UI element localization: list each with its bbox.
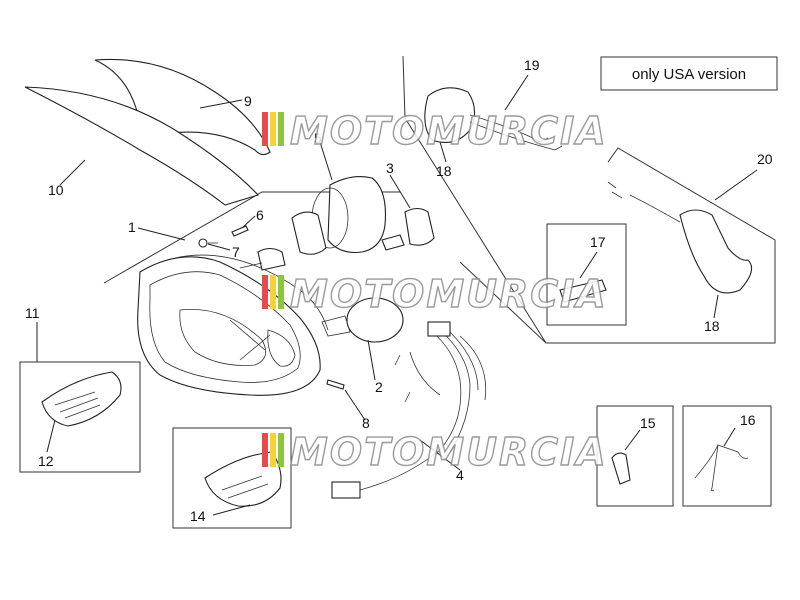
- washer-7: [198, 238, 208, 248]
- label-9: 9: [244, 93, 252, 109]
- group-frame-right-indicator: [172, 427, 292, 529]
- group-frame-usa: [402, 55, 776, 344]
- label-7: 7: [232, 244, 240, 260]
- screw-8: [326, 379, 345, 390]
- label-18-upper: 18: [436, 163, 452, 179]
- label-16: 16: [740, 412, 756, 428]
- usa-indicator-20: [679, 209, 753, 294]
- label-2: 2: [375, 379, 383, 395]
- group-frame-left-indicator: [19, 361, 141, 473]
- parking-bulb: [381, 234, 405, 251]
- part-17-box: [546, 223, 627, 326]
- label-14: 14: [190, 508, 206, 524]
- spring-clip-16: [694, 444, 749, 492]
- screw-6: [231, 225, 249, 237]
- label-1: 1: [128, 219, 136, 235]
- right-indicator: [204, 451, 282, 507]
- label-6: 6: [256, 207, 264, 223]
- usa-note-text: only USA version: [632, 66, 746, 83]
- wiring-harness: [359, 329, 462, 491]
- part-16-box: [682, 405, 772, 507]
- label-15: 15: [640, 415, 656, 431]
- parking-bulb-socket: [404, 207, 435, 246]
- bulb-cover-lower: [346, 297, 404, 343]
- fairing-strip-lower: [24, 86, 260, 206]
- bulb-socket-15: [611, 452, 631, 485]
- reflector-17: [559, 279, 607, 303]
- label-20: 20: [757, 151, 773, 167]
- label-5: 5: [314, 130, 322, 146]
- harness-connector-lower: [331, 481, 361, 499]
- label-19: 19: [524, 57, 540, 73]
- watermark-top: MOTOMURCIA: [262, 108, 608, 154]
- harness-connector-upper: [427, 321, 451, 337]
- usa-indicator-19: [424, 87, 476, 143]
- label-10: 10: [48, 182, 64, 198]
- label-4: 4: [456, 467, 464, 483]
- label-12: 12: [38, 453, 54, 469]
- part-15-box: [596, 405, 674, 507]
- label-17: 17: [590, 234, 606, 250]
- watermark-bottom: MOTOMURCIA: [262, 429, 608, 475]
- left-indicator: [41, 371, 122, 427]
- bulb-cover-upper: [327, 176, 387, 254]
- label-11: 11: [25, 305, 40, 321]
- lamp-holder: [291, 211, 327, 255]
- headlight-bulb: [257, 247, 286, 271]
- watermark-text-middle: MOTOMURCIA: [290, 272, 608, 316]
- label-8: 8: [362, 415, 370, 431]
- watermark-middle: MOTOMURCIA: [262, 271, 608, 317]
- usa-note-box: [600, 56, 778, 91]
- watermark-text-top: MOTOMURCIA: [290, 109, 608, 153]
- label-3: 3: [386, 160, 394, 176]
- watermark-text-bottom: MOTOMURCIA: [290, 430, 608, 474]
- label-18-lower: 18: [704, 318, 720, 334]
